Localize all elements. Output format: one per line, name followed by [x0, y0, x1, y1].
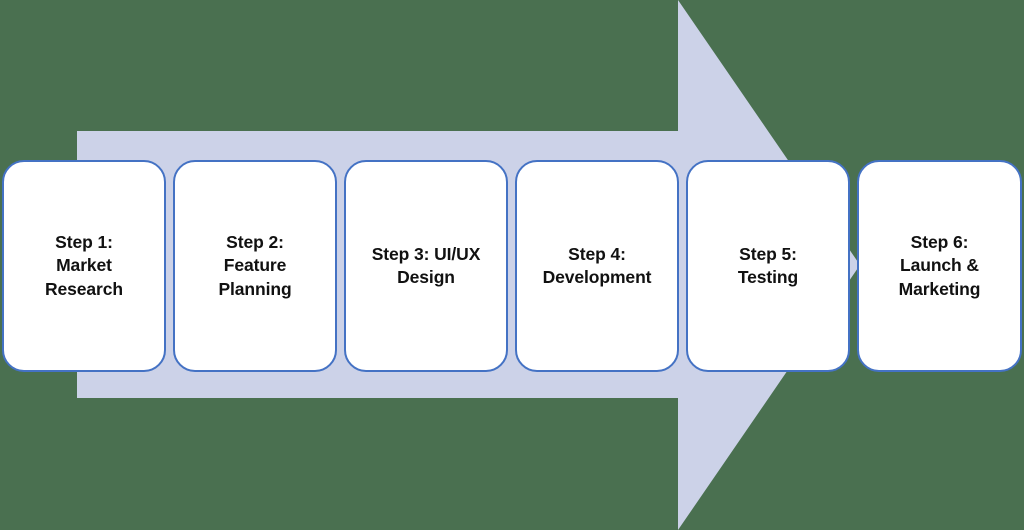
step-3-label: Step 3: UI/UX Design — [371, 243, 481, 287]
step-2-label: Step 2: Feature Planning — [218, 232, 292, 299]
step-6-label: Step 6: Launch & Marketing — [898, 232, 981, 299]
step-box-3[interactable]: Step 3: UI/UX Design — [344, 160, 508, 372]
step-box-5[interactable]: Step 5: Testing — [686, 160, 850, 372]
step-4-label: Step 4: Development — [542, 243, 652, 287]
step-box-2[interactable]: Step 2: Feature Planning — [173, 160, 337, 372]
step-5-label: Step 5: Testing — [737, 243, 799, 287]
step-box-4[interactable]: Step 4: Development — [515, 160, 679, 372]
step-box-6[interactable]: Step 6: Launch & Marketing — [857, 160, 1022, 372]
step-1-label: Step 1: Market Research — [44, 232, 123, 299]
step-box-1[interactable]: Step 1: Market Research — [2, 160, 166, 372]
